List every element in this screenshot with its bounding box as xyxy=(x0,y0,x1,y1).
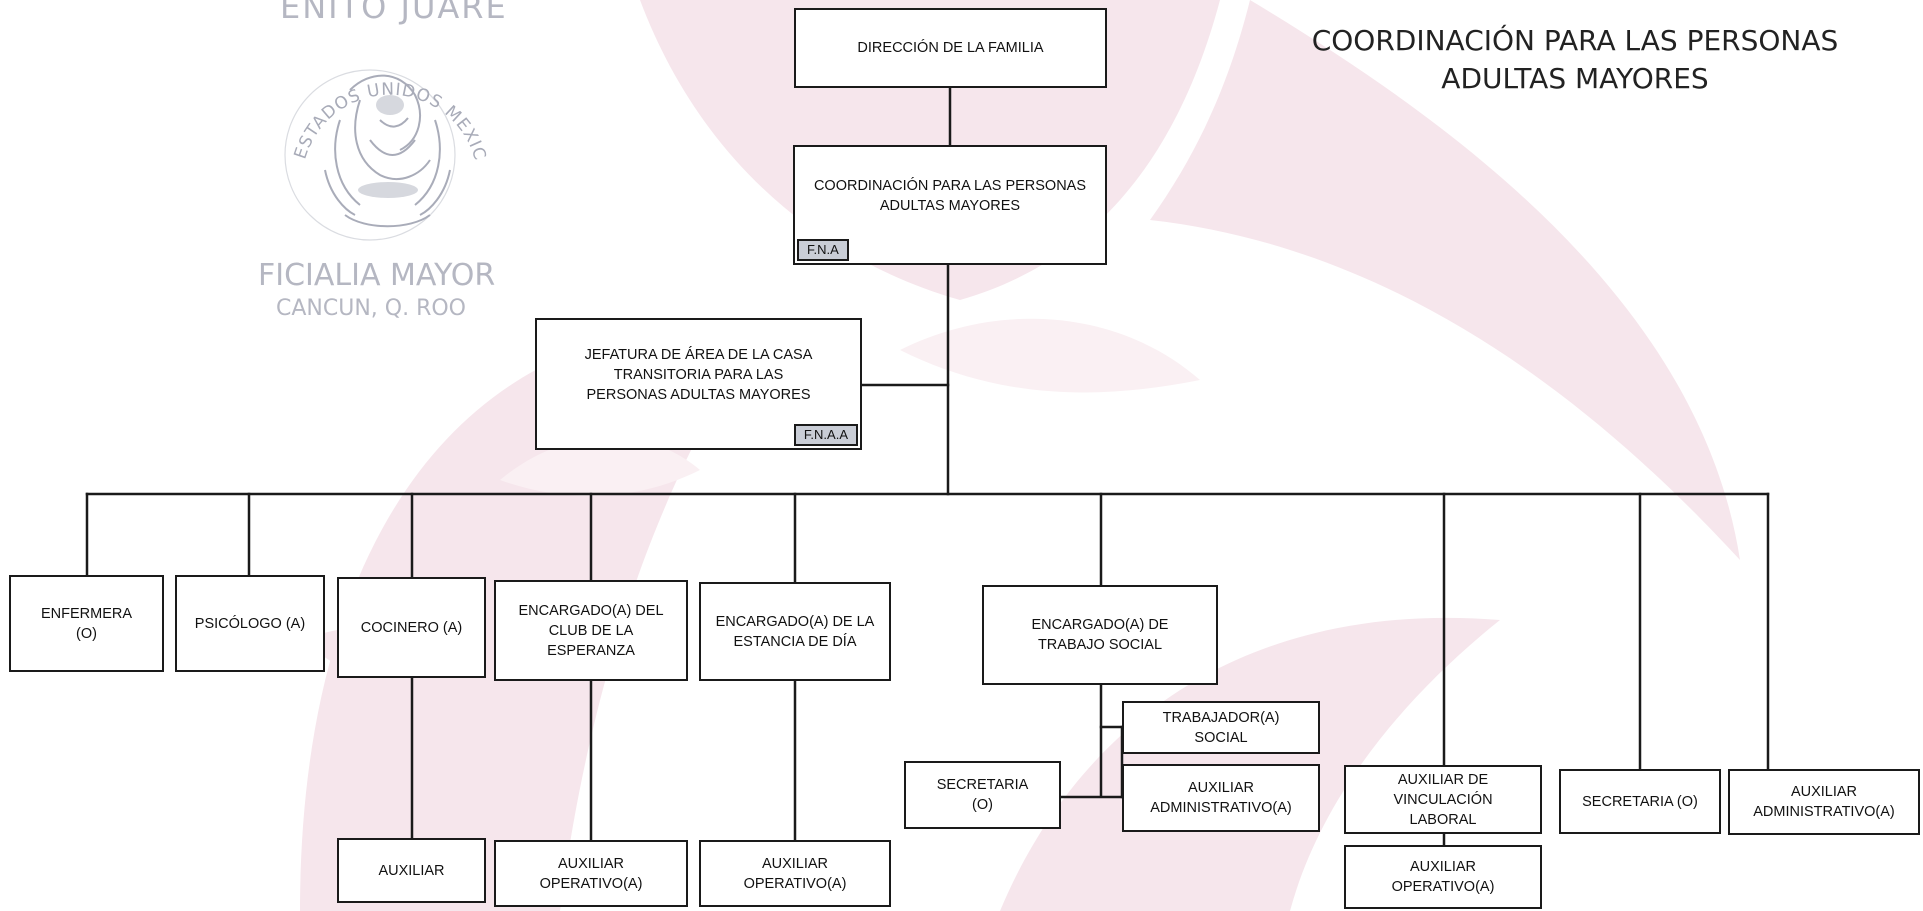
node-label: PSICÓLOGO (A) xyxy=(194,615,306,632)
node-label: AUXILIAR DE VINCULACIÓN LABORAL xyxy=(1393,771,1493,828)
node-label: AUXILIAR xyxy=(378,862,445,879)
node-label: ENCARGADO(A) DE TRABAJO SOCIAL xyxy=(1031,617,1169,653)
node-secretaria: SECRETARIA (O) xyxy=(1559,769,1721,834)
node-label: SECRETARIA (O) xyxy=(936,777,1029,813)
node-label: SECRETARIA (O) xyxy=(1582,793,1698,810)
node-estancia-dia: ENCARGADO(A) DE LA ESTANCIA DE DÍA xyxy=(699,582,891,681)
node-auxiliar-administrativo: AUXILIAR ADMINISTRATIVO(A) xyxy=(1728,769,1920,835)
node-auxiliar-operativo-estancia: AUXILIAR OPERATIVO(A) xyxy=(699,840,891,907)
node-label: JEFATURA DE ÁREA DE LA CASA TRANSITORIA … xyxy=(584,347,813,403)
node-label: ENCARGADO(A) DEL CLUB DE LA ESPERANZA xyxy=(518,602,664,659)
eagle-seal-icon: ESTADOS UNIDOS MEXICANOS xyxy=(250,0,489,241)
node-auxiliar-vinculacion: AUXILIAR DE VINCULACIÓN LABORAL xyxy=(1344,765,1542,834)
node-auxiliar-administrativo-ts: AUXILIAR ADMINISTRATIVO(A) xyxy=(1122,764,1320,832)
node-label: DIRECCIÓN DE LA FAMILIA xyxy=(857,40,1044,56)
seal-top-text: ENITO JUARE xyxy=(280,0,508,26)
node-enfermera: ENFERMERA (O) xyxy=(9,575,164,672)
seal-office-text: FICIALIA MAYOR xyxy=(258,258,496,293)
node-tag: F.N.A.A xyxy=(793,424,858,446)
node-label: COORDINACIÓN PARA LAS PERSONAS ADULTAS M… xyxy=(813,178,1087,214)
node-trabajador-social: TRABAJADOR(A) SOCIAL xyxy=(1122,701,1320,754)
node-label: AUXILIAR ADMINISTRATIVO(A) xyxy=(1150,780,1292,816)
node-label: AUXILIAR OPERATIVO(A) xyxy=(1391,859,1495,895)
node-tag: F.N.A xyxy=(797,239,849,261)
node-label: ENCARGADO(A) DE LA ESTANCIA DE DÍA xyxy=(715,613,875,650)
node-auxiliar-operativo-club: AUXILIAR OPERATIVO(A) xyxy=(494,840,688,907)
page-title: COORDINACIÓN PARA LAS PERSONAS ADULTAS M… xyxy=(1311,24,1839,95)
node-label: AUXILIAR OPERATIVO(A) xyxy=(743,855,847,892)
node-jefatura: JEFATURA DE ÁREA DE LA CASA TRANSITORIA … xyxy=(535,318,862,450)
official-seal: ENITO JUARE ESTADOS UNIDOS MEXICANOS FIC… xyxy=(250,0,520,330)
node-label: AUXILIAR OPERATIVO(A) xyxy=(539,855,643,892)
node-auxiliar-operativo-vinculacion: AUXILIAR OPERATIVO(A) xyxy=(1344,845,1542,909)
node-coordinacion: COORDINACIÓN PARA LAS PERSONAS ADULTAS M… xyxy=(793,145,1107,265)
node-secretaria-ts: SECRETARIA (O) xyxy=(904,761,1061,829)
node-label: AUXILIAR ADMINISTRATIVO(A) xyxy=(1753,784,1895,820)
node-auxiliar: AUXILIAR xyxy=(337,838,486,903)
node-label: TRABAJADOR(A) SOCIAL xyxy=(1162,709,1280,746)
node-cocinero: COCINERO (A) xyxy=(337,577,486,678)
node-label: COCINERO (A) xyxy=(360,619,463,636)
seal-city-text: CANCUN, Q. ROO xyxy=(276,296,466,321)
node-label: ENFERMERA (O) xyxy=(41,605,133,642)
node-direccion-familia: DIRECCIÓN DE LA FAMILIA xyxy=(794,8,1107,88)
node-psicologo: PSICÓLOGO (A) xyxy=(175,575,325,672)
node-trabajo-social: ENCARGADO(A) DE TRABAJO SOCIAL xyxy=(982,585,1218,685)
node-club-esperanza: ENCARGADO(A) DEL CLUB DE LA ESPERANZA xyxy=(494,580,688,681)
